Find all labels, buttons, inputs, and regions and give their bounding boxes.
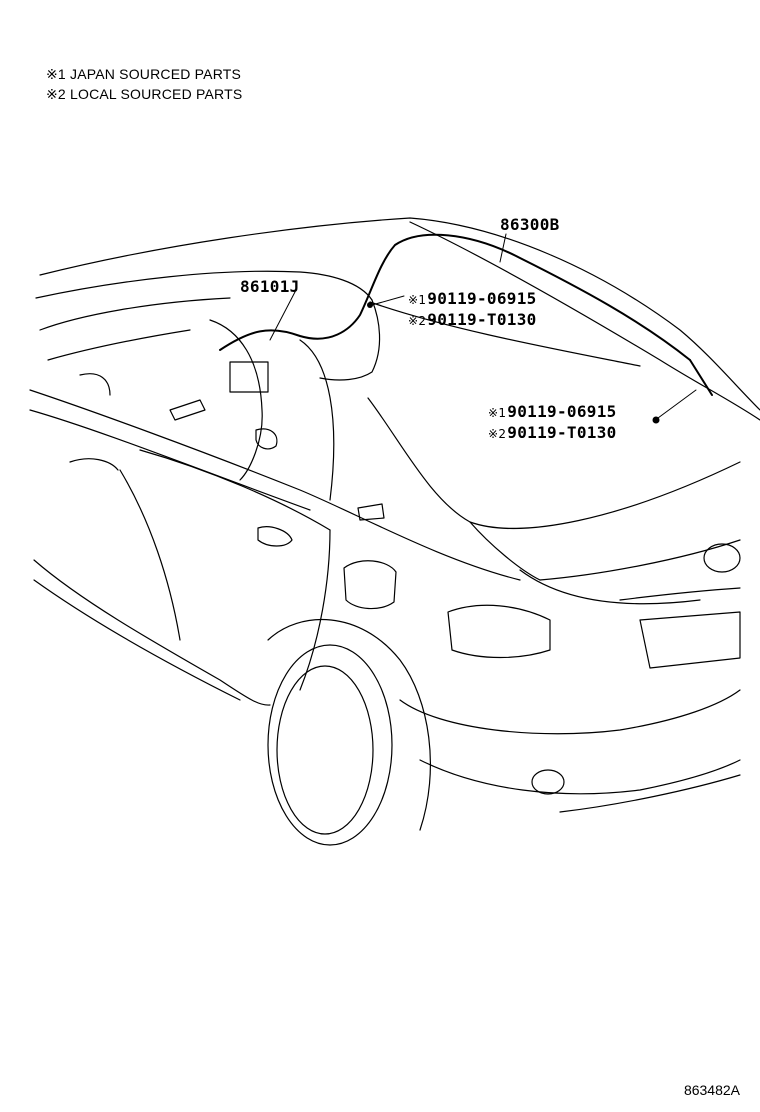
part-number: 90119-T0130 <box>507 423 617 442</box>
japan-sourced-mark: ※1 <box>488 406 507 420</box>
car-body-outline <box>29 217 760 846</box>
upper-note-2[interactable]: ※290119-T0130 <box>408 310 537 329</box>
local-sourced-mark: ※2 <box>408 314 427 328</box>
leader-lines <box>269 233 697 419</box>
part-antenna-label[interactable]: 86300B <box>500 215 560 234</box>
lower-note-2[interactable]: ※290119-T0130 <box>488 423 617 442</box>
part-number: 90119-T0130 <box>427 310 537 329</box>
lower-note-1[interactable]: ※190119-06915 <box>488 402 617 421</box>
antenna-cord <box>219 233 713 396</box>
part-number: 90119-06915 <box>507 402 617 421</box>
legend-local-sourced: ※2 LOCAL SOURCED PARTS <box>46 86 243 102</box>
part-number: 90119-06915 <box>427 289 537 308</box>
upper-note-1[interactable]: ※190119-06915 <box>408 289 537 308</box>
clip-fasteners <box>367 302 660 424</box>
japan-sourced-mark: ※1 <box>408 293 427 307</box>
part-cord-label[interactable]: 86101J <box>240 277 300 296</box>
figure-id: 863482A <box>683 1082 740 1098</box>
legend-japan-sourced: ※1 JAPAN SOURCED PARTS <box>46 66 242 82</box>
legend: ※1 JAPAN SOURCED PARTS ※2 LOCAL SOURCED … <box>46 64 242 104</box>
local-sourced-mark: ※2 <box>488 427 507 441</box>
